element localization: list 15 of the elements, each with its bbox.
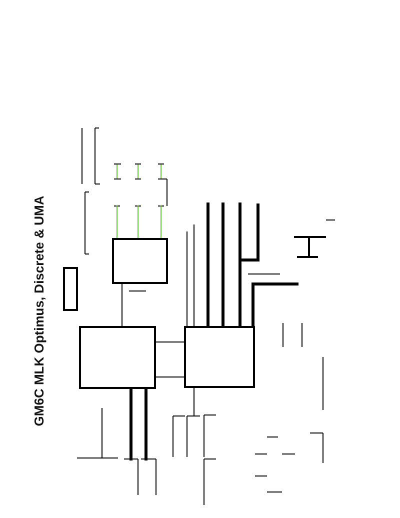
chip-block	[79, 326, 156, 389]
signal-line	[222, 202, 224, 328]
signal-line	[186, 232, 188, 326]
signal-line	[160, 206, 162, 238]
chip-block	[63, 267, 78, 311]
signal-line	[144, 388, 148, 460]
signal-line	[116, 206, 118, 238]
signal-line	[252, 282, 298, 328]
chip-block	[184, 326, 255, 388]
diagram-title: GM6C MLK Optimus, Discrete & UMA	[32, 196, 46, 426]
signal-line	[206, 202, 210, 328]
signal-line	[238, 202, 260, 328]
signal-line	[156, 376, 184, 378]
chip-block	[112, 238, 168, 284]
signal-line	[130, 388, 132, 460]
